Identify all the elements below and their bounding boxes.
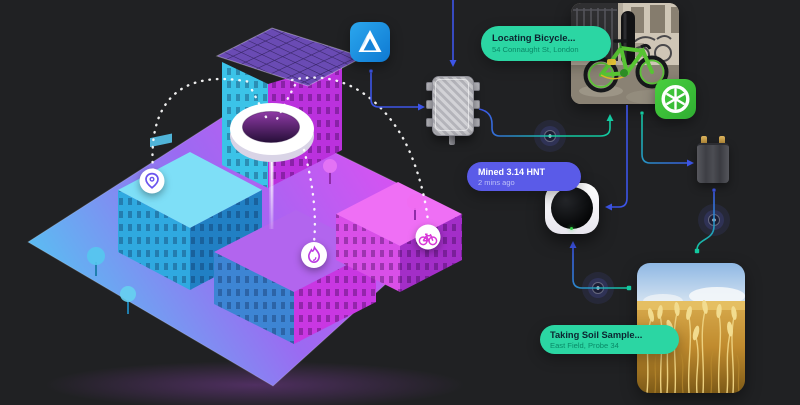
coverage-arcs: [151, 76, 430, 244]
city-svg: [27, 27, 465, 405]
callout-title: Taking Soil Sample...: [550, 329, 643, 340]
callout-subtitle: 54 Connaught St, London: [492, 45, 579, 54]
locating-bicycle-callout: Locating Bicycle... 54 Connaught St, Lon…: [481, 26, 611, 61]
bicycle-icon: [418, 233, 438, 246]
callout-subtitle: East Field, Probe 34: [550, 340, 619, 350]
location-pin-icon: [145, 172, 159, 189]
fire-badge: [301, 242, 327, 268]
city-illustration: [27, 27, 465, 405]
building-right: [336, 182, 462, 292]
beam: [270, 155, 273, 229]
building-front: [214, 210, 376, 344]
fire-icon: [307, 245, 321, 264]
coverage-ring: [230, 103, 314, 162]
status-led: [570, 227, 573, 230]
bicycle-badge: [415, 224, 441, 250]
trees: [87, 159, 423, 314]
indoor-hotspot-device: [545, 183, 599, 234]
antenna-stub: [449, 133, 455, 145]
location-pin-badge: [139, 168, 165, 194]
lime-icon: [655, 79, 696, 119]
callout-title: Locating Bicycle...: [492, 33, 576, 44]
callout-subtitle: 2 mins ago: [478, 177, 515, 187]
soil-sample-callout: Taking Soil Sample... East Field, Probe …: [540, 325, 679, 354]
soil-sensor-device: [697, 136, 729, 183]
bicycle-photo: [571, 3, 679, 104]
mined-hnt-callout: Mined 3.14 HNT 2 mins ago: [467, 162, 581, 191]
hotspot-speaker-circle: [551, 187, 593, 229]
azure-icon: [350, 22, 390, 62]
callout-title: Mined 3.14 HNT: [478, 166, 546, 177]
outdoor-hotspot-device: [423, 69, 481, 147]
